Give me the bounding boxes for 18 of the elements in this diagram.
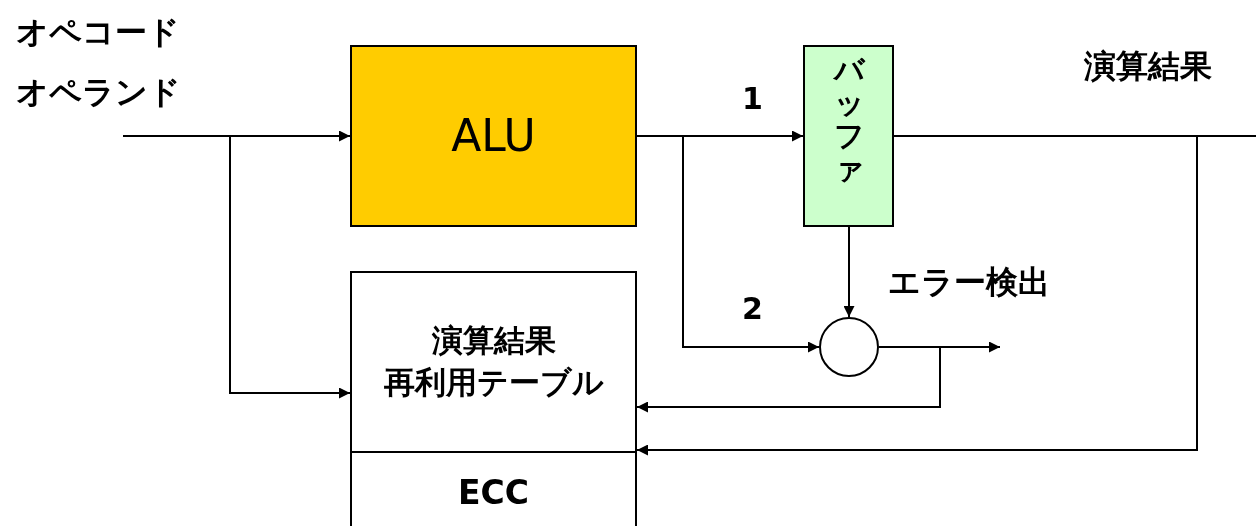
signal-label: オペランド xyxy=(16,72,181,112)
arrow xyxy=(843,226,855,318)
process-box xyxy=(350,271,637,453)
arrow xyxy=(636,135,1198,456)
arrow xyxy=(229,135,351,399)
box-label: ALU xyxy=(450,109,537,164)
arrow xyxy=(636,346,941,413)
box-label: ECC xyxy=(457,472,530,514)
process-box xyxy=(350,45,637,227)
arrow xyxy=(122,130,351,142)
signal-label: 演算結果 xyxy=(1084,46,1212,86)
buffer-box xyxy=(803,45,894,227)
box-label: 演算結果 xyxy=(430,321,557,361)
box-label: 再利用テーブル xyxy=(382,363,605,402)
signal-label: オペコード xyxy=(16,12,180,52)
box-label: バッファ xyxy=(833,53,864,185)
process-box xyxy=(350,453,637,526)
signal-label: エラー検出 xyxy=(888,262,1050,302)
